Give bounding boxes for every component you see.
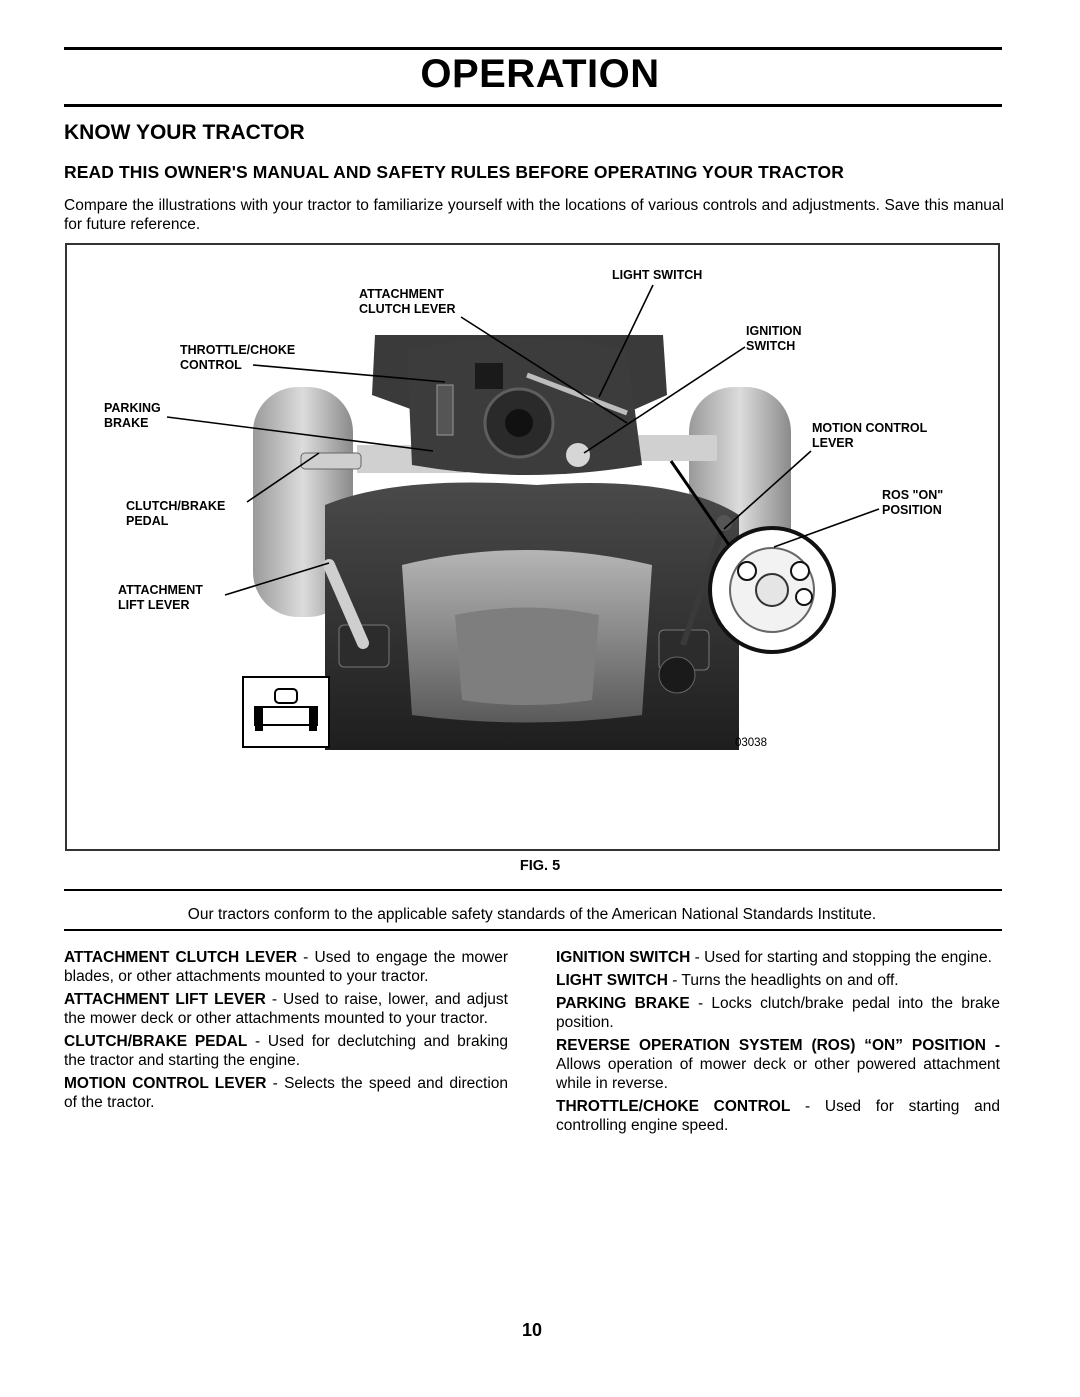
title-underline [64,104,1002,107]
standards-note: Our tractors conform to the applicable s… [187,906,877,923]
callout-attachment-lift-lever: ATTACHMENT LIFT LEVER [118,583,203,612]
seat-cushion [455,607,599,705]
callout-parking-brake: PARKING BRAKE [104,401,161,430]
right-frame [627,435,717,461]
page-title: OPERATION [420,52,660,96]
callout-ros-on-position: ROS "ON" POSITION [882,488,944,517]
definitions-left-column: ATTACHMENT CLUTCH LEVER - Used to engage… [64,948,508,1116]
tractor-illustration [166,284,880,750]
definition-attachment-lift-lever: ATTACHMENT LIFT LEVER - Used to raise, l… [64,991,508,1027]
figure-caption: FIG. 5 [519,858,561,874]
intro-paragraph: Compare the illustrations with your trac… [64,197,1004,233]
definition-parking-brake: PARKING BRAKE - Locks clutch/brake pedal… [556,995,1000,1031]
callout-throttle-choke-control: THROTTLE/CHOKE CONTROL [180,343,296,372]
callout-ignition-switch: IGNITION SWITCH [746,324,802,353]
page-number: 10 [521,1320,543,1340]
callout-attachment-clutch-lever: ATTACHMENT CLUTCH LEVER [359,287,456,316]
leader-lines [166,284,880,596]
definition-attachment-clutch-lever: ATTACHMENT CLUTCH LEVER - Used to engage… [64,949,509,985]
ignition-knob [566,443,590,467]
motion-lever-knob [716,515,732,531]
pedal [300,452,362,470]
figure-image-code: 03038 [735,737,767,749]
definition-ignition-switch: IGNITION SWITCH - Used for starting and … [556,949,992,966]
clutch-lever-rod [526,372,628,416]
definition-clutch-brake-pedal: CLUTCH/BRAKE PEDAL - Used for declutchin… [64,1033,509,1069]
tractor-figure: LIGHT SWITCH ATTACHMENT CLUTCH LEVER THR… [65,243,1000,851]
section-heading: KNOW YOUR TRACTOR [64,121,305,144]
cup-holder [658,656,696,694]
lift-lever [323,559,369,649]
definition-throttle-choke-control: THROTTLE/CHOKE CONTROL - Used for starti… [556,1098,1000,1134]
throttle-control [436,384,454,436]
dash-display [475,363,503,389]
callout-motion-control-lever: MOTION CONTROL LEVER [812,421,928,450]
definitions-right-column: IGNITION SWITCH - Used for starting and … [556,948,1000,1139]
callout-light-switch: LIGHT SWITCH [612,268,703,282]
note-top-rule [64,889,1002,891]
definition-light-switch: LIGHT SWITCH - Turns the headlights on a… [556,972,899,989]
definition-motion-control-lever: MOTION CONTROL LEVER - Selects the speed… [64,1075,508,1111]
top-rule [64,47,1002,50]
callout-clutch-brake-pedal: CLUTCH/BRAKE PEDAL [126,499,226,528]
section-subheading: READ THIS OWNER'S MANUAL AND SAFETY RULE… [64,162,845,182]
note-bottom-rule [64,929,1002,931]
motion-lever [680,529,725,646]
definition-ros-on-position: REVERSE OPERATION SYSTEM (ROS) “ON” POSI… [556,1037,1000,1092]
